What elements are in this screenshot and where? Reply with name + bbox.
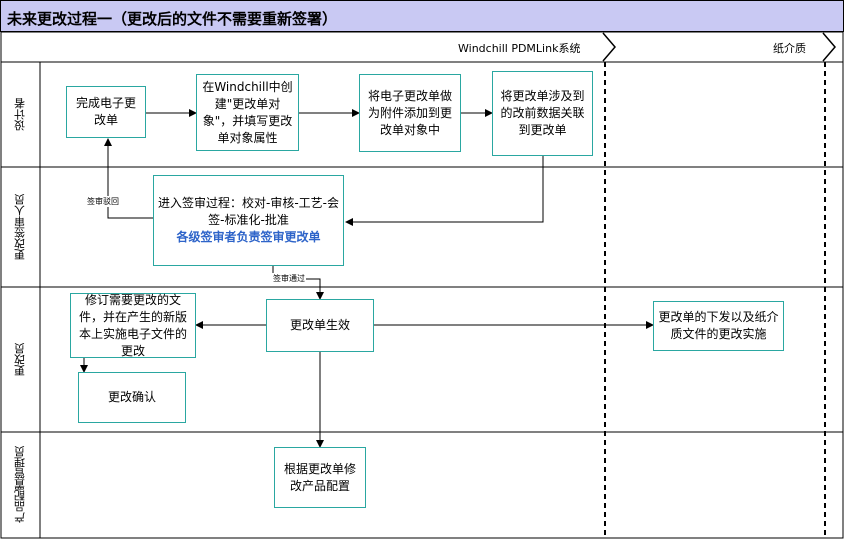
frame (0, 31, 844, 539)
lane-label-reviewer: 更改签审人员 (13, 194, 27, 260)
lane-label-config-manager: 产品配置管理员 (13, 446, 27, 524)
edge-label-reject: 签审驳回 (86, 196, 120, 207)
step-link-data: 将更改单涉及到的改前数据关联到更改单 (492, 71, 593, 156)
header-system: Windchill PDMLink系统 (458, 42, 581, 55)
step-update-config: 根据更改单修改产品配置 (274, 447, 366, 508)
arrow-link-to-review (345, 156, 544, 226)
step-paper-issue: 更改单的下发以及纸介质文件的更改实施 (653, 301, 784, 351)
review-process-text: 进入签审过程：校对-审核-工艺-会签-标准化-批准 (158, 196, 339, 227)
diagram-title: 未来更改过程一（更改后的文件不需要重新签署） (0, 0, 844, 32)
header-chevron-system (602, 32, 616, 62)
step-revise-files: 修订需要更改的文件，并在产生的新版本上实施电子文件的更改 (70, 293, 196, 358)
step-confirm-change: 更改确认 (78, 372, 186, 423)
header-paper: 纸介质 (773, 42, 806, 55)
step-create-ecn-object: 在Windchill中创建"更改单对象"，并填写更改单对象属性 (196, 74, 299, 151)
review-process-highlight: 各级签审者负责签审更改单 (176, 230, 321, 244)
step-ecn-effective: 更改单生效 (266, 299, 374, 352)
lane-label-designer: 设计者 (13, 98, 27, 131)
arrow-review-reject (104, 138, 153, 219)
edge-label-pass: 签审通过 (272, 273, 306, 284)
step-attach-ecn: 将电子更改单做为附件添加到更改单对象中 (359, 74, 461, 152)
header-chevron-paper (822, 32, 836, 62)
step-complete-ecn: 完成电子更改单 (66, 86, 146, 138)
step-review-process: 进入签审过程：校对-审核-工艺-会签-标准化-批准 各级签审者负责签审更改单 (153, 175, 344, 266)
lane-label-changer: 更改员 (13, 343, 27, 376)
